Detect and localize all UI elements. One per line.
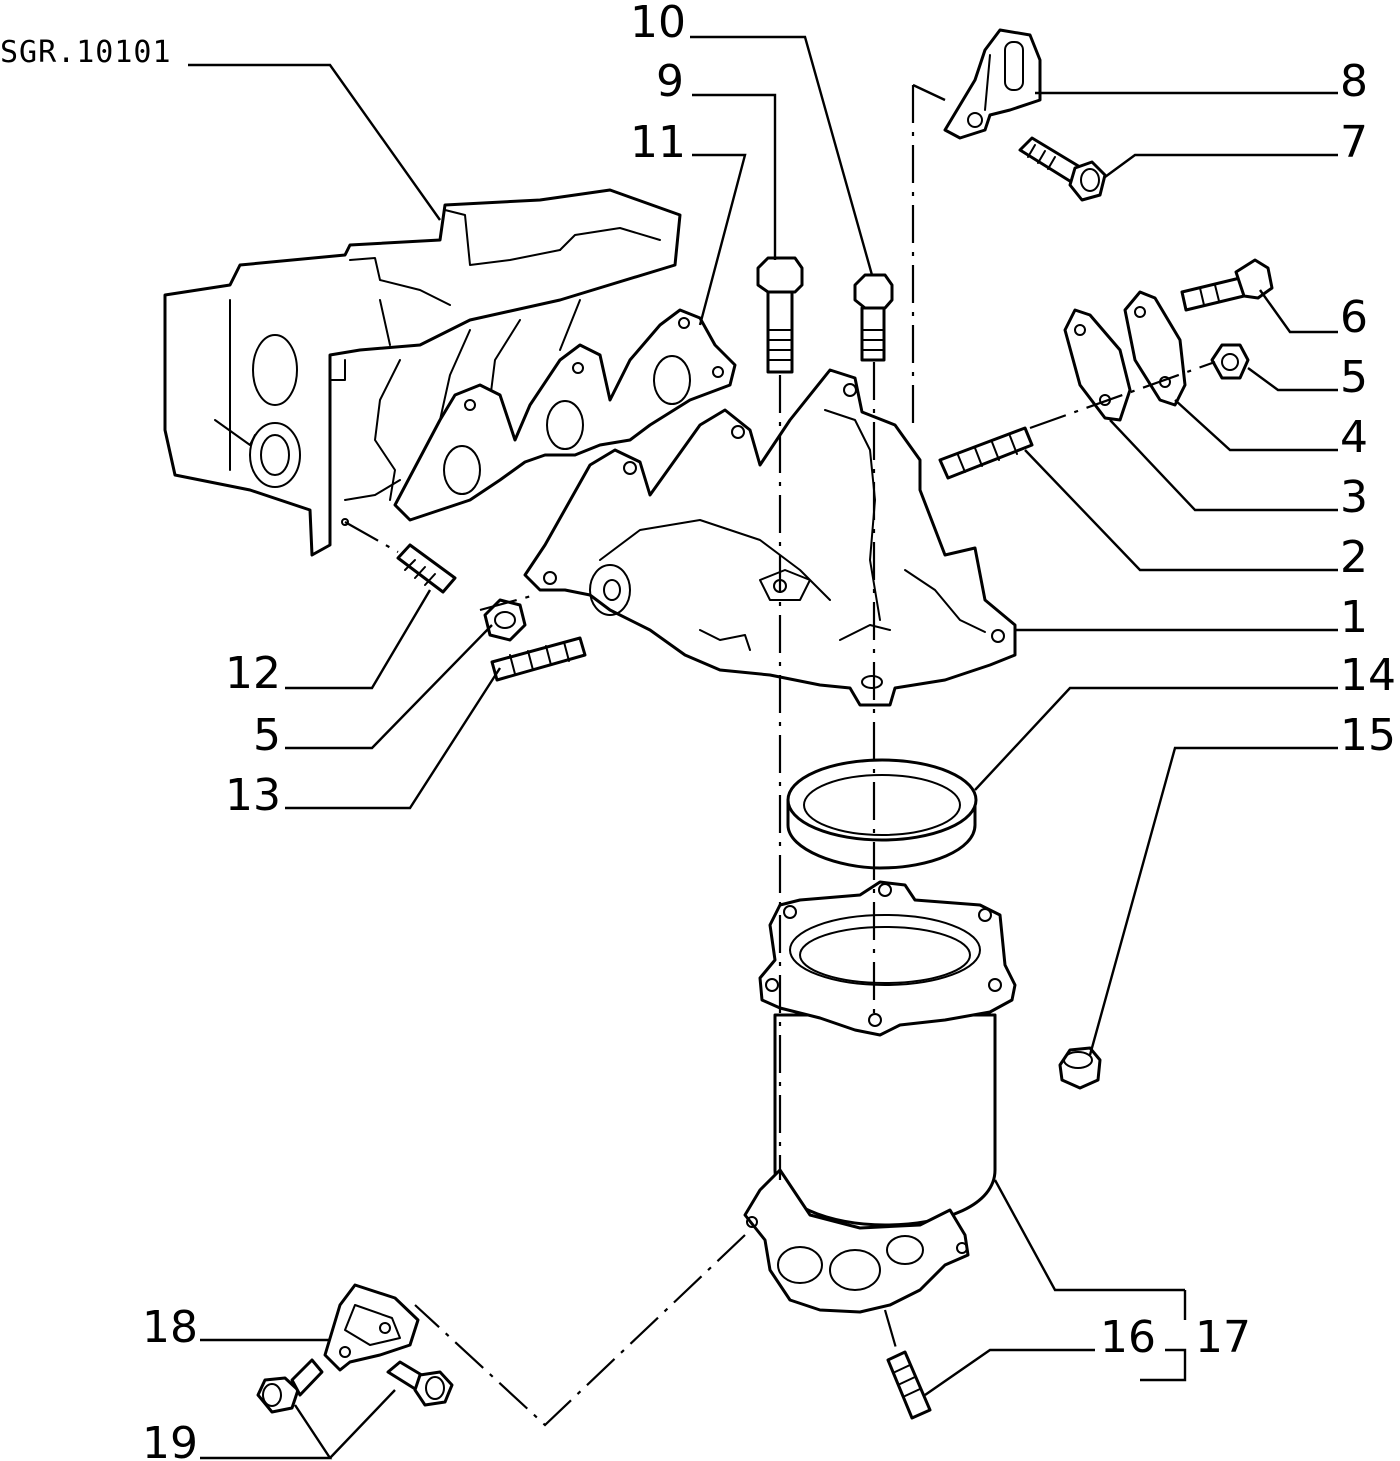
leader-5-upper [1247,367,1338,392]
catalytic-converter [743,880,1017,1314]
leader-11 [692,153,747,326]
nut-5-upper [1210,343,1250,380]
stud-12 [396,543,457,594]
callout-15: 15 [1340,710,1396,761]
bracket-18 [323,1283,420,1372]
callout-11: 11 [630,117,686,168]
bolt-7 [1018,136,1107,202]
leader-9 [692,93,777,260]
centerline-5 [479,593,536,612]
leader-4 [1174,399,1338,452]
seal-ring-14 [786,758,978,870]
callout-18: 18 [142,1302,198,1353]
cylinder-head [163,188,682,557]
bolt-19-right [386,1360,454,1407]
stud-2 [938,426,1034,480]
leader-14 [974,686,1338,791]
manifold-gasket [393,308,737,522]
bracket-8 [943,28,1042,140]
stud-13 [490,636,587,682]
callout-5-upper: 5 [1340,352,1368,403]
leader-15 [1088,746,1338,1056]
leader-13 [285,667,502,810]
callout-9: 9 [656,56,684,107]
leader-3 [1109,419,1338,512]
leader-12 [285,589,432,690]
callout-12: 12 [225,648,281,699]
bolt-9 [756,256,804,374]
callout-7: 7 [1340,117,1368,168]
leader-10 [690,35,874,276]
centerline-18 [414,1234,746,1427]
bolt-6 [1180,258,1274,312]
centerline-16 [883,1309,900,1356]
callout-1: 1 [1340,592,1368,643]
bolt-10 [853,273,894,362]
callout-13: 13 [225,770,281,821]
leader-19 [200,1389,396,1460]
callout-14: 14 [1340,650,1396,701]
callout-3: 3 [1340,472,1368,523]
stud-16 [886,1350,932,1420]
leader-7 [1104,153,1338,178]
leader-drawing-code [188,63,441,221]
nut-5-lower [483,598,527,642]
callout-8: 8 [1340,56,1368,107]
callout-4: 4 [1340,412,1368,463]
drawing-code: SGR.10101 [0,35,172,70]
leader-6 [1259,289,1338,334]
plug-15 [1058,1046,1102,1090]
callout-5-lower: 5 [253,710,281,761]
callout-10: 10 [630,0,686,48]
callout-17: 17 [1195,1312,1251,1363]
bolt-19-left [256,1358,324,1414]
leader-16 [924,1348,1095,1396]
callout-19: 19 [142,1418,198,1461]
leader-5-lower [285,624,493,750]
callout-2: 2 [1340,532,1368,583]
centerline-2 [1029,360,1216,430]
leader-2 [1024,449,1338,572]
callout-6: 6 [1340,292,1368,343]
gasket-4 [1123,290,1187,407]
callout-16: 16 [1100,1312,1156,1363]
centerline-12 [344,521,399,553]
centerline-8-tick [912,83,946,102]
leader-16-17 [993,1179,1187,1382]
